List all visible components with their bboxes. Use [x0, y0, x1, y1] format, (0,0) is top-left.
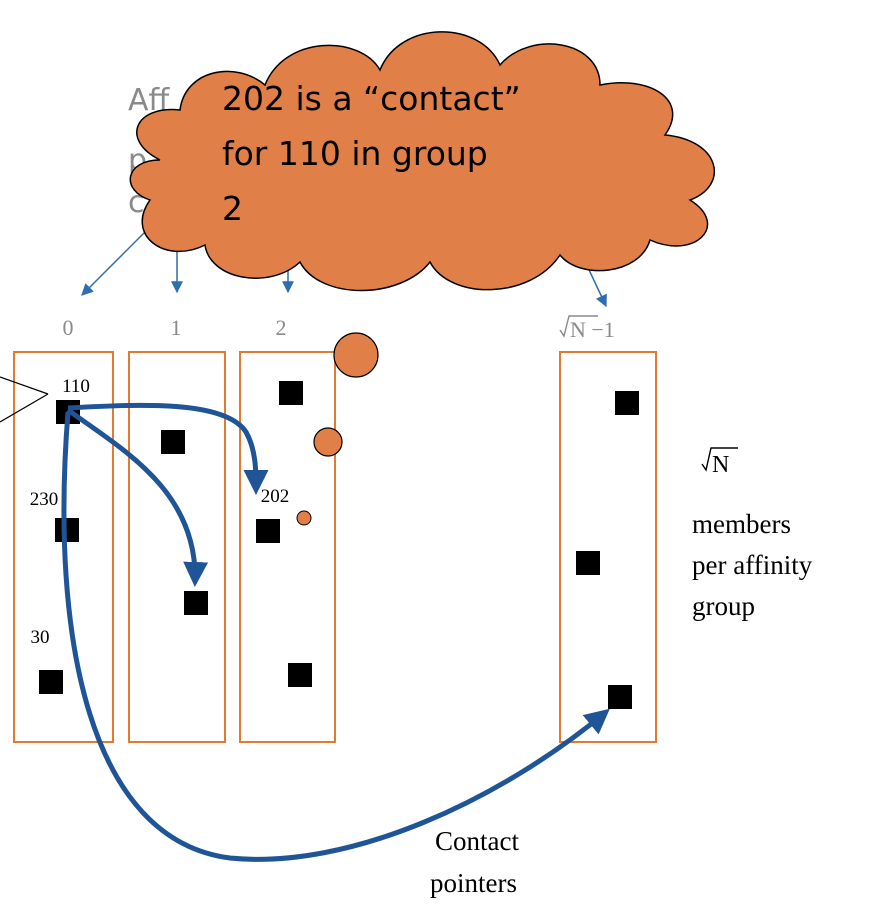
affinity-group-0: [13, 351, 114, 743]
members-note-line1: members: [692, 509, 791, 539]
node-g2-c: [288, 663, 312, 687]
node-g1-b: [184, 591, 208, 615]
bubble-large: [333, 332, 379, 378]
node-30-label: 30: [31, 627, 50, 648]
sqrt-sign-icon: [559, 315, 598, 338]
node-30: [39, 670, 63, 694]
group-last-label-text: N −1: [570, 317, 615, 342]
node-110-pointer-upper: [0, 376, 49, 395]
members-note: N members per affinity group: [692, 447, 813, 621]
node-202: [256, 519, 280, 543]
node-110-label: 110: [62, 376, 90, 397]
members-note-line2: per affinity: [692, 550, 813, 580]
bubble-small: [296, 510, 312, 526]
callout-line3: 2: [222, 189, 243, 228]
callout-cloud-shape: [129, 31, 715, 292]
node-glast-c: [608, 685, 632, 709]
contact-pointer-to-group-1: [66, 407, 209, 587]
node-230-label: 230: [30, 489, 59, 510]
affinity-group-1: [128, 351, 226, 743]
group-last-label: N −1: [559, 315, 615, 342]
contact-pointers-note-line1: Contact: [435, 826, 519, 856]
contact-pointer-to-group-last: [61, 411, 610, 862]
members-note-line3: group: [692, 591, 755, 621]
group-1-label: 1: [171, 315, 182, 340]
node-230: [55, 518, 79, 542]
callout-line2: for 110 in group: [222, 134, 488, 173]
node-glast-b: [576, 551, 600, 575]
node-g2-a: [279, 381, 303, 405]
callout-line1: 202 is a “contact”: [222, 79, 521, 118]
sqrt-sign-icon: [701, 447, 738, 472]
group-2-label: 2: [276, 315, 287, 340]
contact-pointers-note-line2: pointers: [430, 868, 517, 898]
group-0-label: 0: [63, 315, 74, 340]
callout-cloud: 202 is a “contact” for 110 in group 2: [129, 31, 715, 292]
contact-pointer-to-202: [67, 402, 269, 495]
node-110-pointer-lower: [0, 393, 49, 423]
affinity-group-2: [239, 351, 336, 743]
affinity-group-last: [559, 351, 657, 743]
members-note-symbol: N: [712, 452, 729, 478]
node-202-label: 202: [261, 486, 290, 507]
node-g1-a: [161, 430, 185, 454]
group-0-arrow: [81, 231, 146, 296]
node-glast-a: [615, 391, 639, 415]
bubble-medium: [313, 427, 343, 457]
